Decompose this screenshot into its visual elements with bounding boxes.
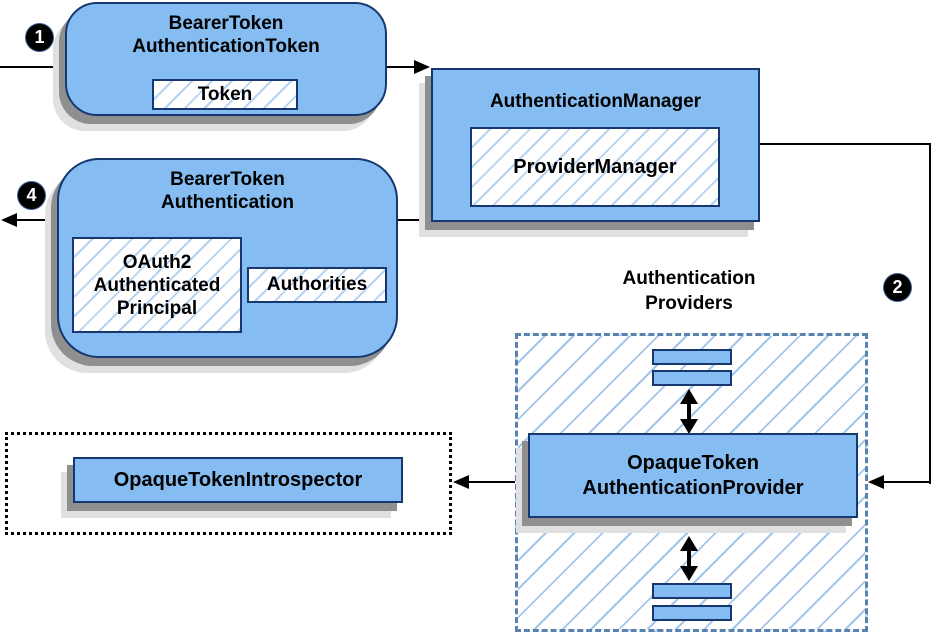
authorities-box: Authorities bbox=[247, 267, 387, 303]
provider-manager-box: ProviderManager bbox=[470, 127, 720, 207]
manager-to-provider-line-right bbox=[929, 143, 931, 484]
opaque-token-authentication-provider-node: OpaqueToken AuthenticationProvider bbox=[528, 433, 858, 518]
provider-to-introspector-arrowhead-icon bbox=[453, 475, 469, 489]
step-2-badge: 2 bbox=[884, 274, 911, 301]
top-double-arrow-icon bbox=[680, 389, 698, 434]
provider-stack-bottom-bar-2 bbox=[652, 605, 732, 621]
provider-to-introspector-line bbox=[469, 481, 528, 483]
manager-to-provider-arrowhead-icon bbox=[868, 475, 884, 489]
authentication-out-arrowhead-icon bbox=[1, 213, 17, 227]
bearer-token-authentication-token-title-line1: BearerToken bbox=[168, 13, 284, 34]
manager-to-provider-line-bottom bbox=[884, 481, 931, 483]
bearer-token-authentication-token-node: BearerToken AuthenticationToken Token bbox=[65, 2, 387, 116]
incoming-request-line bbox=[0, 66, 65, 68]
opaque-token-authentication-provider-line2: AuthenticationProvider bbox=[582, 476, 804, 499]
step-4-badge: 4 bbox=[18, 182, 45, 209]
bearer-token-authentication-title-line1: BearerToken bbox=[170, 169, 285, 190]
principal-line1: OAuth2 bbox=[122, 251, 192, 273]
provider-stack-bottom-bar-1 bbox=[652, 583, 732, 599]
authentication-manager-node: AuthenticationManager ProviderManager bbox=[431, 68, 760, 222]
principal-line3: Principal bbox=[116, 297, 198, 319]
authentication-manager-title: AuthenticationManager bbox=[489, 91, 702, 112]
authentication-providers-label-line2: Providers bbox=[645, 293, 733, 314]
token-to-manager-arrowhead-icon bbox=[414, 60, 430, 74]
authentication-providers-label-line1: Authentication bbox=[622, 268, 756, 289]
token-box: Token bbox=[152, 79, 298, 110]
provider-stack-top-bar-1 bbox=[652, 349, 732, 365]
oauth2-authenticated-principal-box: OAuth2 Authenticated Principal bbox=[72, 237, 242, 333]
bearer-token-authentication-token-title-line2: AuthenticationToken bbox=[132, 36, 320, 57]
provider-stack-top-bar-2 bbox=[652, 370, 732, 386]
principal-line2: Authenticated bbox=[93, 274, 221, 296]
bottom-double-arrow-icon bbox=[680, 536, 698, 581]
bearer-token-authentication-node: BearerToken Authentication OAuth2 Authen… bbox=[57, 158, 398, 358]
step-1-badge: 1 bbox=[26, 24, 53, 51]
token-to-manager-line bbox=[387, 66, 416, 68]
opaque-token-introspector-node: OpaqueTokenIntrospector bbox=[73, 457, 403, 503]
manager-to-authentication-line bbox=[398, 219, 431, 221]
manager-to-provider-line-top bbox=[760, 143, 931, 145]
bearer-token-authentication-title-line2: Authentication bbox=[161, 192, 294, 213]
authentication-providers-label: Authentication Providers bbox=[589, 266, 789, 316]
opaque-token-authentication-provider-line1: OpaqueToken bbox=[627, 451, 759, 474]
authentication-out-line bbox=[16, 219, 57, 221]
